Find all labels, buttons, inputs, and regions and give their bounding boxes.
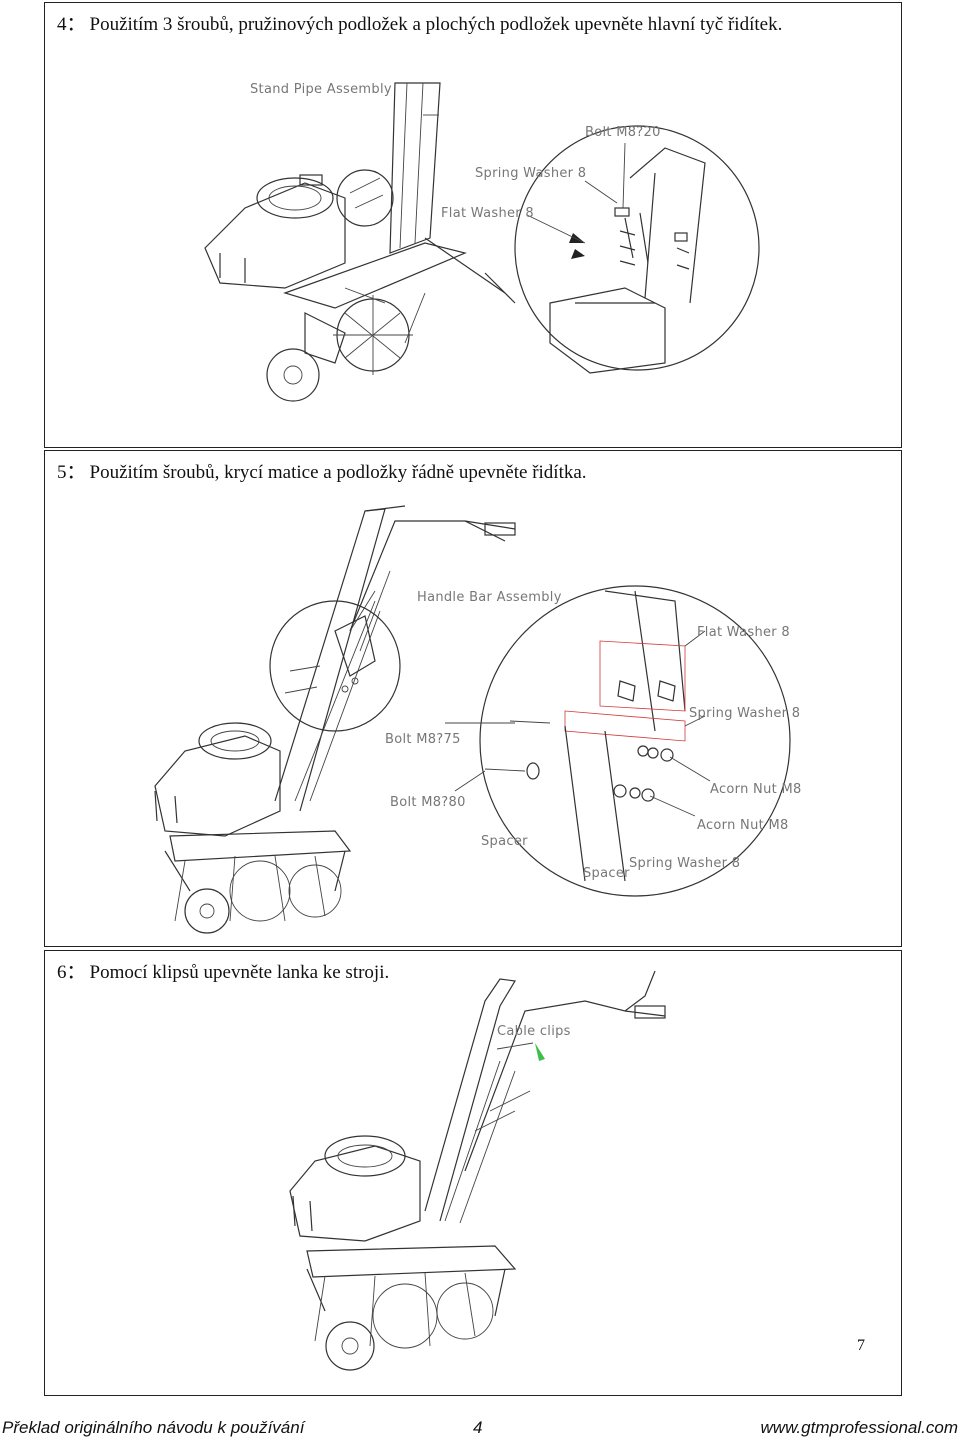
step-5-number: 5： — [57, 462, 86, 483]
tiller-drawing-6 — [289, 970, 666, 1371]
step-5-instruction: 5：Použitím šroubů, krycí matice a podlož… — [57, 457, 587, 484]
tiller-drawing-5 — [154, 505, 516, 934]
step-5-illustration: Handle Bar Assembly Flat Washer 8 Spring… — [154, 505, 802, 934]
step-6-illustration: Cable clips — [289, 970, 666, 1371]
step-4-instruction: 4：Použitím 3 šroubů, pružinových podlože… — [57, 9, 782, 36]
step-6-number: 6： — [57, 962, 86, 983]
label-cable-clips: Cable clips — [497, 1024, 571, 1039]
label-spacer-2: Spacer — [583, 866, 630, 881]
step-4-number: 4： — [57, 14, 86, 35]
label-spacer-1: Spacer — [481, 834, 528, 849]
detail-zoom-5-small — [269, 600, 401, 732]
label-bolt-80: Bolt M8?80 — [390, 795, 466, 810]
label-acorn-nut-1: Acorn Nut M8 — [710, 782, 802, 797]
label-flat-washer-5: Flat Washer 8 — [697, 625, 790, 640]
inner-page-number: 7 — [857, 1337, 865, 1354]
label-spring-washer-5a: Spring Washer 8 — [689, 706, 800, 721]
step-4-text: Použitím 3 šroubů, pružinových podložek … — [89, 14, 783, 35]
footer-page-number: 4 — [473, 1418, 483, 1437]
label-flat-washer: Flat Washer 8 — [441, 206, 534, 221]
tiller-drawing-4 — [204, 82, 516, 402]
label-bolt-75: Bolt M8?75 — [385, 732, 461, 747]
label-spring-washer-5b: Spring Washer 8 — [629, 856, 740, 871]
detail-zoom-4 — [423, 114, 760, 374]
page-footer: Překlad originálního návodu k používání … — [0, 1418, 960, 1440]
label-acorn-nut-2: Acorn Nut M8 — [697, 818, 789, 833]
step-6-panel: 6：Pomocí klipsů upevněte lanka ke stroji… — [44, 950, 902, 1396]
step-4-panel: 4：Použitím 3 šroubů, pružinových podlože… — [44, 2, 902, 448]
detail-zoom-5-large — [445, 585, 791, 897]
label-spring-washer: Spring Washer 8 — [475, 166, 586, 181]
label-handle-bar: Handle Bar Assembly — [417, 590, 562, 605]
footer-title: Překlad originálního návodu k používání — [2, 1418, 305, 1437]
step-5-text: Použitím šroubů, krycí matice a podložky… — [89, 462, 587, 483]
step-4-illustration: Stand Pipe Assembly Bolt M8?20 Spring Wa… — [204, 82, 760, 402]
step-6-instruction: 6：Pomocí klipsů upevněte lanka ke stroji… — [57, 957, 389, 984]
label-bolt: Bolt M8?20 — [585, 125, 661, 140]
label-stand-pipe: Stand Pipe Assembly — [250, 82, 392, 97]
step-6-text: Pomocí klipsů upevněte lanka ke stroji. — [89, 962, 390, 983]
step-5-panel: 5：Použitím šroubů, krycí matice a podlož… — [44, 450, 902, 947]
footer-url: www.gtmprofessional.com — [760, 1418, 958, 1437]
